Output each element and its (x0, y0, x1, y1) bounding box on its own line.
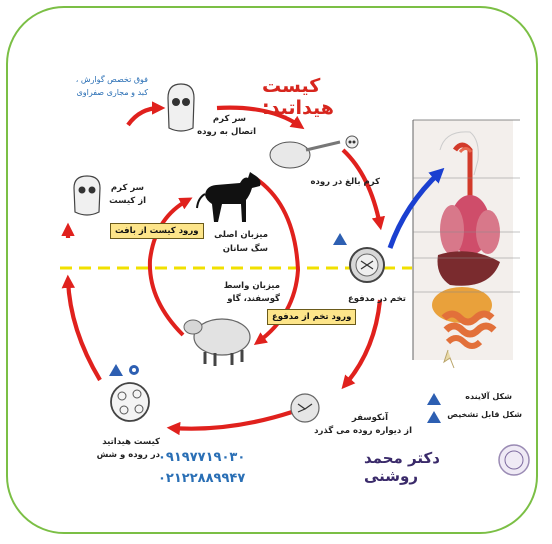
specialist-line-1: فوق تخصص گوارش ، (58, 75, 148, 84)
label-scolex-from-cyst-1: سر کرم (104, 183, 144, 193)
scolex-from-cyst-icon (74, 176, 100, 215)
tissue-cyst-entry-label: ورود کیست از بافت (110, 223, 204, 239)
egg-icon (350, 248, 384, 282)
label-oncosphere-1: آنکوسفر (318, 413, 388, 423)
label-oncosphere-2: از دیواره روده می گذرد (292, 426, 412, 436)
diagram-title: کیست هیداتید: (262, 75, 382, 119)
scolex-attached-icon (168, 84, 194, 131)
label-definitive-host-1: میزبان اصلی (212, 230, 268, 240)
dog-icon (197, 172, 261, 222)
phone-number-1: ۰۹۱۹۷۷۱۹۰۳۰ (158, 450, 288, 465)
phone-number-2: ۰۲۱۲۲۸۸۹۹۴۷ (158, 471, 288, 486)
legend-diagnostic-label: شکل قابل تشخیص (436, 410, 522, 419)
label-intermediate-host-2: گوسفند، گاو (220, 294, 280, 304)
diagnostic-marker-icon (109, 364, 139, 376)
sheep-icon (184, 319, 250, 366)
oncosphere-icon (291, 394, 319, 422)
label-adult-worm: کرم بالغ در روده (296, 177, 380, 187)
label-scolex-attached-1: سر کرم (196, 114, 246, 124)
specialist-line-2: کبد و مجاری صفراوی (54, 88, 148, 97)
legend-infective-label: شکل آلاینده (446, 392, 512, 401)
doctor-name: دکتر محمد روشنی (364, 449, 498, 485)
human-anatomy-illustration (413, 120, 520, 368)
label-hydatid-cyst-2: در روده و شش (76, 450, 160, 460)
label-definitive-host-2: سگ سانان (212, 244, 268, 254)
doctor-logo-icon (499, 445, 529, 475)
legend-infective-marker-icon (427, 393, 441, 405)
label-egg-in-feces: تخم در مدفوع (344, 294, 406, 304)
label-scolex-from-cyst-2: از کیست (100, 196, 146, 206)
label-hydatid-cyst-1: کیست هیداتید (76, 437, 160, 447)
hydatid-cyst-icon (111, 383, 149, 421)
infective-marker-icon (333, 233, 347, 245)
label-intermediate-host-1: میزبان واسط (220, 281, 280, 291)
egg-fecal-entry-label: ورود تخم از مدفوع (267, 309, 356, 325)
label-scolex-attached-2: اتصال به روده (196, 127, 256, 137)
